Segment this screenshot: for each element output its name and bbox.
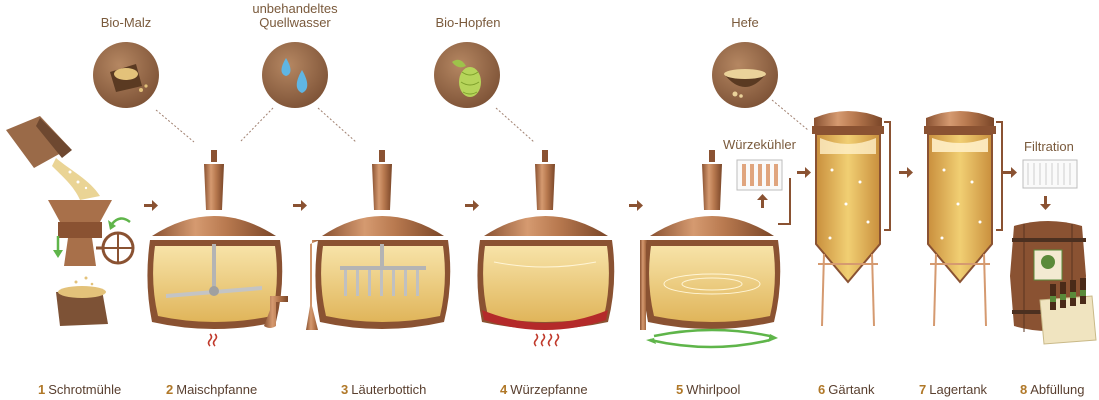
mash-tun-illustration bbox=[147, 150, 288, 329]
process-arrow-icon bbox=[629, 200, 643, 211]
bottling-illustration bbox=[1010, 221, 1097, 345]
ingredient-label-hops: Bio-Hopfen bbox=[435, 15, 501, 30]
wort-kettle-illustration bbox=[477, 150, 615, 330]
process-arrow-icon bbox=[797, 167, 811, 178]
yeast-bowl-icon bbox=[712, 42, 778, 108]
connector-line bbox=[317, 107, 357, 143]
whirlpool-illustration bbox=[640, 150, 791, 330]
process-arrow-down-icon bbox=[1040, 196, 1051, 210]
hop-cone-icon bbox=[434, 42, 500, 108]
wort-cooler-label: Würzekühler bbox=[723, 137, 796, 152]
rotation-arrow-icon bbox=[108, 217, 131, 230]
filter-illustration bbox=[1022, 159, 1078, 189]
process-arrows bbox=[144, 167, 1051, 211]
connector-line bbox=[155, 109, 195, 143]
malt-sack-icon bbox=[93, 42, 159, 108]
ingredient-label-water: unbehandeltes Quellwasser bbox=[252, 1, 338, 30]
fermentation-tank-illustration bbox=[812, 111, 891, 327]
water-drops-icon bbox=[262, 42, 328, 108]
circulation-arrow-icon bbox=[646, 328, 778, 349]
flow-down-arrow-icon bbox=[53, 236, 63, 258]
connector-line bbox=[239, 107, 274, 143]
filtration-label: Filtration bbox=[1024, 139, 1074, 154]
lauter-tun-illustration bbox=[306, 150, 451, 330]
process-arrow-up-icon bbox=[757, 194, 768, 208]
process-arrow-icon bbox=[465, 200, 479, 211]
connector-line bbox=[771, 99, 809, 131]
connector-line bbox=[495, 107, 535, 143]
ingredient-label-yeast: Hefe bbox=[731, 15, 759, 30]
wort-cooler-illustration bbox=[736, 159, 783, 191]
mill-illustration bbox=[6, 116, 135, 326]
heat-icon bbox=[207, 333, 218, 347]
heat-icon bbox=[533, 333, 560, 347]
process-arrow-icon bbox=[293, 200, 307, 211]
process-arrow-icon bbox=[1003, 167, 1017, 178]
process-arrow-icon bbox=[899, 167, 913, 178]
ingredient-label-malt: Bio-Malz bbox=[100, 15, 152, 30]
lager-tank-illustration bbox=[924, 111, 1003, 327]
process-arrow-icon bbox=[144, 200, 158, 211]
